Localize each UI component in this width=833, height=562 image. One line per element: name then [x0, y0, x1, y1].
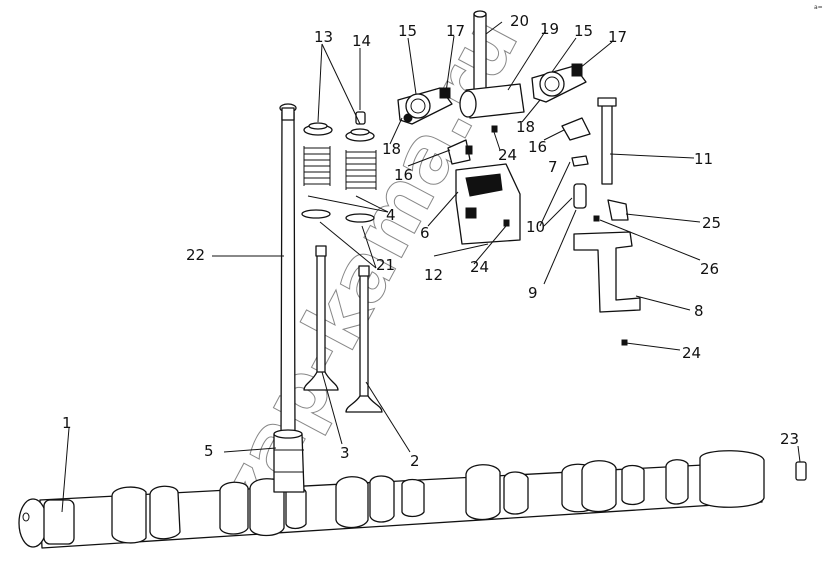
callout-18-left: 18	[382, 140, 401, 158]
callout-11: 11	[694, 150, 713, 168]
callout-8: 8	[694, 302, 704, 320]
callout-15-right: 15	[574, 22, 593, 40]
callout-24-mid: 24	[470, 258, 489, 276]
small-plug-right	[621, 339, 628, 346]
callout-1: 1	[62, 414, 72, 432]
callout-2: 2	[410, 452, 420, 470]
camshaft	[18, 450, 765, 549]
callout-24-right: 24	[682, 344, 701, 362]
callout-9: 9	[528, 284, 538, 302]
rocker-bracket	[455, 163, 521, 245]
valve-tappet	[273, 429, 305, 493]
clamp	[593, 199, 629, 222]
callout-18-right: 18	[516, 118, 535, 136]
callout-13: 13	[314, 28, 333, 46]
callout-16-right: 16	[528, 138, 547, 156]
callout-6: 6	[420, 224, 430, 242]
callout-20: 20	[510, 12, 529, 30]
rocker-arm-right	[531, 63, 591, 167]
callout-17-right: 17	[608, 28, 627, 46]
callout-25: 25	[702, 214, 721, 232]
callout-24-top: 24	[498, 146, 517, 164]
corner-mark: a=	[814, 4, 823, 11]
rocker-shaft-support	[459, 10, 525, 119]
bushing	[573, 183, 587, 209]
bracket-bolt	[597, 97, 617, 185]
intake-valve	[345, 265, 383, 413]
rocker-arm-left	[397, 87, 473, 165]
callout-3: 3	[340, 444, 350, 462]
callout-22: 22	[186, 246, 205, 264]
small-plug-top	[491, 125, 498, 133]
callout-16-left: 16	[394, 166, 413, 184]
callout-23: 23	[780, 430, 799, 448]
callout-12: 12	[424, 266, 443, 284]
pin	[795, 461, 807, 481]
callout-15-left: 15	[398, 22, 417, 40]
small-plug-mid	[503, 219, 510, 227]
push-rod	[279, 103, 297, 441]
callout-4: 4	[386, 206, 396, 224]
callouts: 1 2 3 4 5 6 7 8 9 10 11 12 13 14 15 15 1…	[62, 12, 799, 470]
exhaust-valve	[303, 245, 339, 391]
leader-lines	[61, 21, 801, 513]
callout-19: 19	[540, 20, 559, 38]
callout-5: 5	[204, 442, 214, 460]
support-bracket	[573, 231, 641, 313]
spring-washers	[301, 209, 375, 223]
callout-14: 14	[352, 32, 371, 50]
callout-26: 26	[700, 260, 719, 278]
valve-springs	[303, 146, 377, 190]
callout-7: 7	[548, 158, 558, 176]
callout-10: 10	[526, 218, 545, 236]
callout-17-left: 17	[446, 22, 465, 40]
spring-caps	[303, 111, 375, 142]
callout-21: 21	[376, 256, 395, 274]
